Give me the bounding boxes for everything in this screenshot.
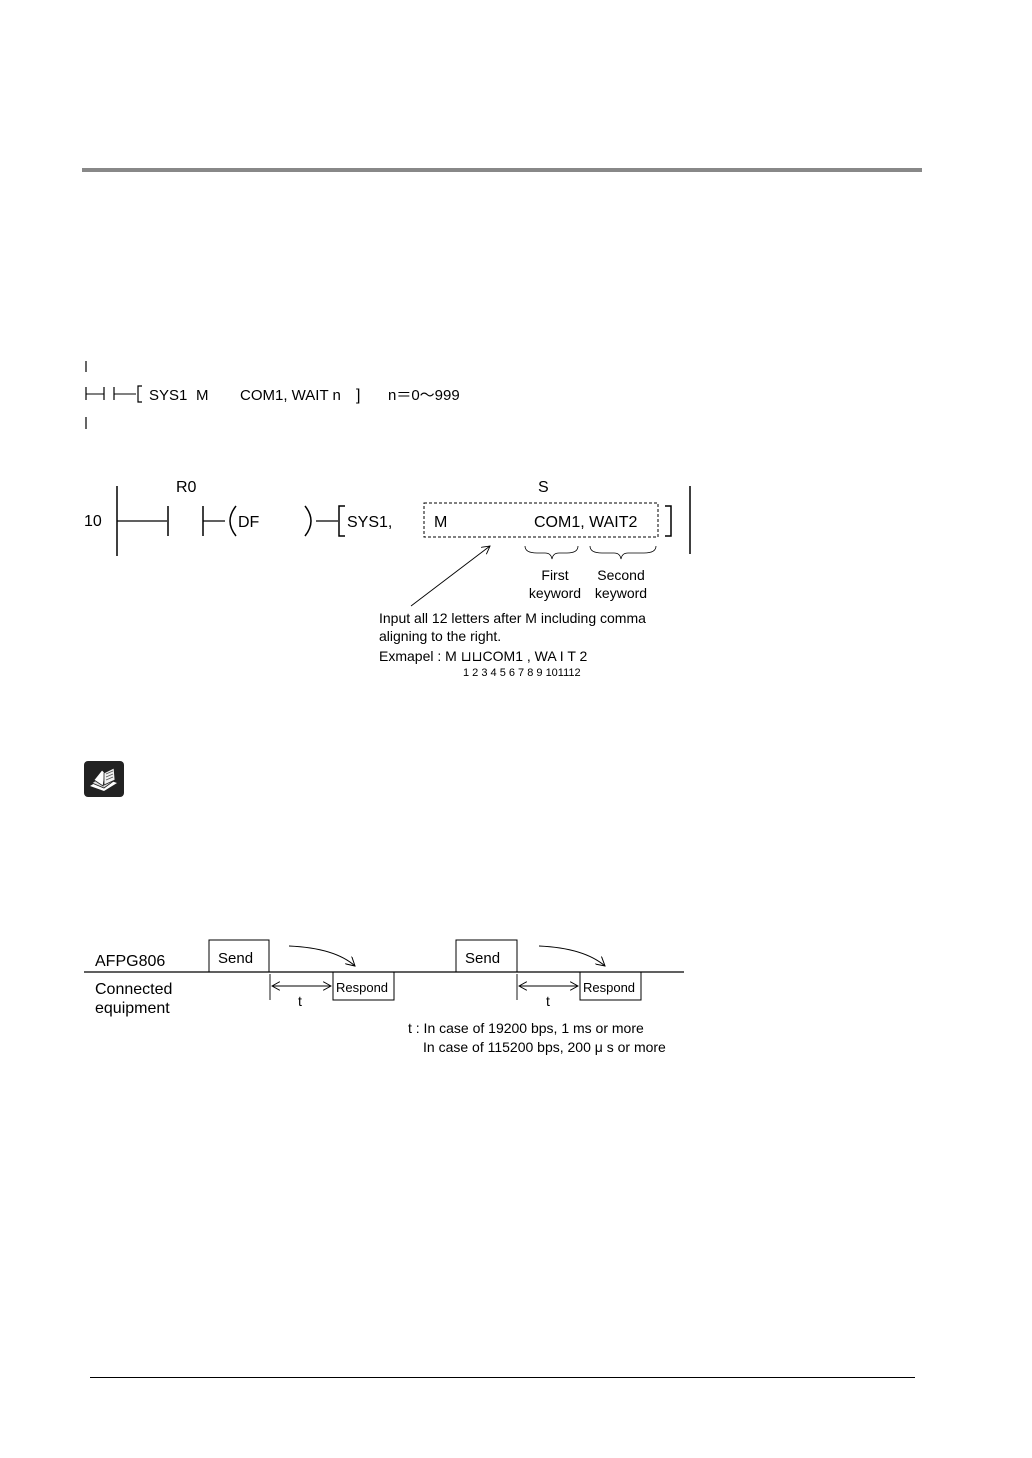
first-keyword-label-2: keyword — [529, 585, 581, 601]
row-label-afpg806: AFPG806 — [95, 953, 165, 970]
respond-box-2 — [579, 971, 642, 1001]
row-label-equipment: equipment — [95, 1000, 170, 1017]
example-text: Exmapel : M ⊔⊔COM1 , WA I T 2 — [379, 648, 588, 664]
header-rule — [82, 168, 922, 172]
second-keyword-label: Second — [597, 567, 644, 583]
flow-arrow-2 — [538, 945, 605, 966]
send-label-1: Send — [218, 950, 253, 967]
timing-diagram: AFPG806 Connected equipment Send Respond… — [84, 939, 684, 1055]
row-label-connected: Connected — [95, 981, 172, 998]
timing-note-1: t : In case of 19200 bps, 1 ms or more — [408, 1020, 644, 1036]
s-label: S — [538, 479, 549, 496]
operand-box — [423, 502, 659, 538]
ladder-sys: SYS1, — [347, 514, 392, 531]
note-line-2: aligning to the right. — [379, 628, 501, 644]
contact-label: R0 — [176, 479, 197, 496]
ladder-keywords: COM1, WAIT2 — [534, 514, 638, 531]
syntax-keywords: COM1, WAIT n — [240, 387, 341, 404]
send-box-1 — [208, 939, 270, 973]
send-box-2 — [455, 939, 518, 973]
step-number: 10 — [84, 513, 102, 530]
footer-rule — [90, 1377, 915, 1378]
df-label: DF — [238, 514, 260, 531]
book-reference-icon — [84, 761, 124, 797]
note-line-1: Input all 12 letters after M including c… — [379, 610, 646, 626]
ladder-m: M — [434, 514, 447, 531]
syntax-m: M — [196, 387, 209, 404]
syntax-bracket-close: ] — [356, 387, 360, 404]
syntax-sys: SYS1 — [149, 387, 187, 404]
respond-box-1 — [332, 971, 395, 1001]
example-digits: 1 2 3 4 5 6 7 8 9 101112 — [463, 667, 581, 679]
syntax-diagram: SYS1 M COM1, WAIT n ] n＝0～999 — [85, 361, 460, 429]
ladder-diagram: 10 R0 DF SYS1, S M COM1, WAIT2 First key… — [84, 479, 691, 679]
second-keyword-label-2: keyword — [595, 585, 647, 601]
timing-note-2: In case of 115200 bps, 200 μ s or more — [423, 1039, 666, 1055]
syntax-range: n＝0～999 — [388, 387, 460, 404]
respond-label-2: Respond — [583, 980, 635, 995]
flow-arrow-1 — [288, 945, 355, 966]
send-label-2: Send — [465, 950, 500, 967]
t-label-2: t — [546, 993, 550, 1009]
respond-label-1: Respond — [336, 980, 388, 995]
t-label-1: t — [298, 993, 302, 1009]
first-keyword-label: First — [541, 567, 568, 583]
